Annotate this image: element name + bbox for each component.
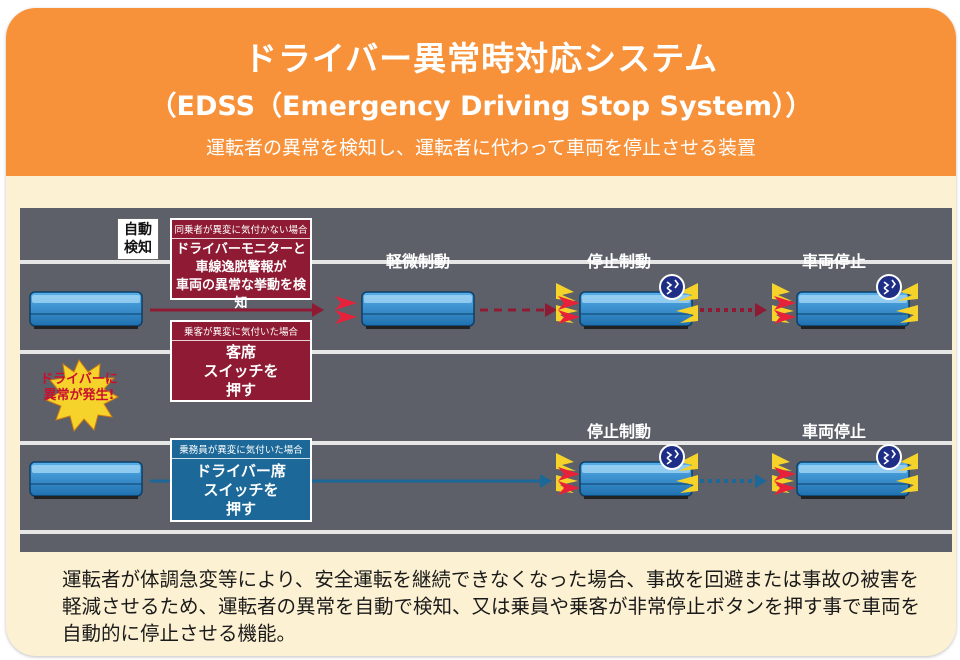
flow-arrow xyxy=(545,303,557,317)
box-caption: 乗務員が異変に気付いた場合 xyxy=(172,440,310,459)
hazard-icon xyxy=(659,444,685,470)
stage-label-stop-brake: 停止制動 xyxy=(587,252,652,271)
lane-line xyxy=(20,530,952,534)
page-subtitle: （EDSS（Emergency Driving Stop System）） xyxy=(149,91,813,122)
box-body: 客席 スイッチを 押す xyxy=(203,343,279,399)
flow-arrow xyxy=(755,303,767,317)
brake-light-icon xyxy=(335,296,357,324)
driver-abnormal-label: ドライバーに 異常が発生! xyxy=(40,372,118,403)
header-banner: ドライバー異常時対応システム （EDSS（Emergency Driving S… xyxy=(6,8,956,176)
stage-label-light-brake: 軽微制動 xyxy=(386,252,451,271)
stage-label-vehicle-stop: 車両停止 xyxy=(802,252,867,271)
bus-icon xyxy=(361,291,475,330)
box-caption: 同乗者が異変に気付かない場合 xyxy=(172,220,310,239)
lane-line xyxy=(20,260,952,264)
hazard-icon xyxy=(659,274,685,300)
flow-arrow xyxy=(755,474,767,488)
warning-burst xyxy=(44,359,120,433)
monitor-detect-box: 同乗者が異変に気付かない場合 ドライバーモニターと 車線逸脱警報が 車両の異常な… xyxy=(170,218,312,311)
stage-label-stop-brake: 停止制動 xyxy=(587,422,652,441)
box-body: ドライバーモニターと 車線逸脱警報が 車両の異常な挙動を検知 xyxy=(175,242,306,311)
hazard-icon xyxy=(876,444,902,470)
stage-label-vehicle-stop: 車両停止 xyxy=(802,422,867,441)
hazard-icon xyxy=(876,274,902,300)
description-text: 運転者が体調急変等により、安全運転を継続できなくなった場合、事故を回避または事故… xyxy=(62,568,921,645)
box-caption: 乗客が異変に気付いた場合 xyxy=(172,322,310,341)
bus-icon xyxy=(29,291,143,330)
auto-detect-badge: 自動 検知 xyxy=(117,218,159,260)
flow-arrow xyxy=(540,474,552,488)
lane-line xyxy=(20,441,952,445)
driver-switch-box: 乗務員が異変に気付いた場合 ドライバー席 スイッチを 押す xyxy=(170,438,312,522)
box-body: ドライバー席 スイッチを 押す xyxy=(196,462,286,518)
page-title: ドライバー異常時対応システム xyxy=(243,39,719,78)
lane-line xyxy=(20,350,952,354)
flow-arrow xyxy=(312,303,324,317)
page-tagline: 運転者の異常を検知し、運転者に代わって車両を停止させる装置 xyxy=(205,137,757,159)
bus-icon xyxy=(29,461,143,500)
passenger-switch-box: 乗客が異変に気付いた場合 客席 スイッチを 押す xyxy=(170,320,312,402)
